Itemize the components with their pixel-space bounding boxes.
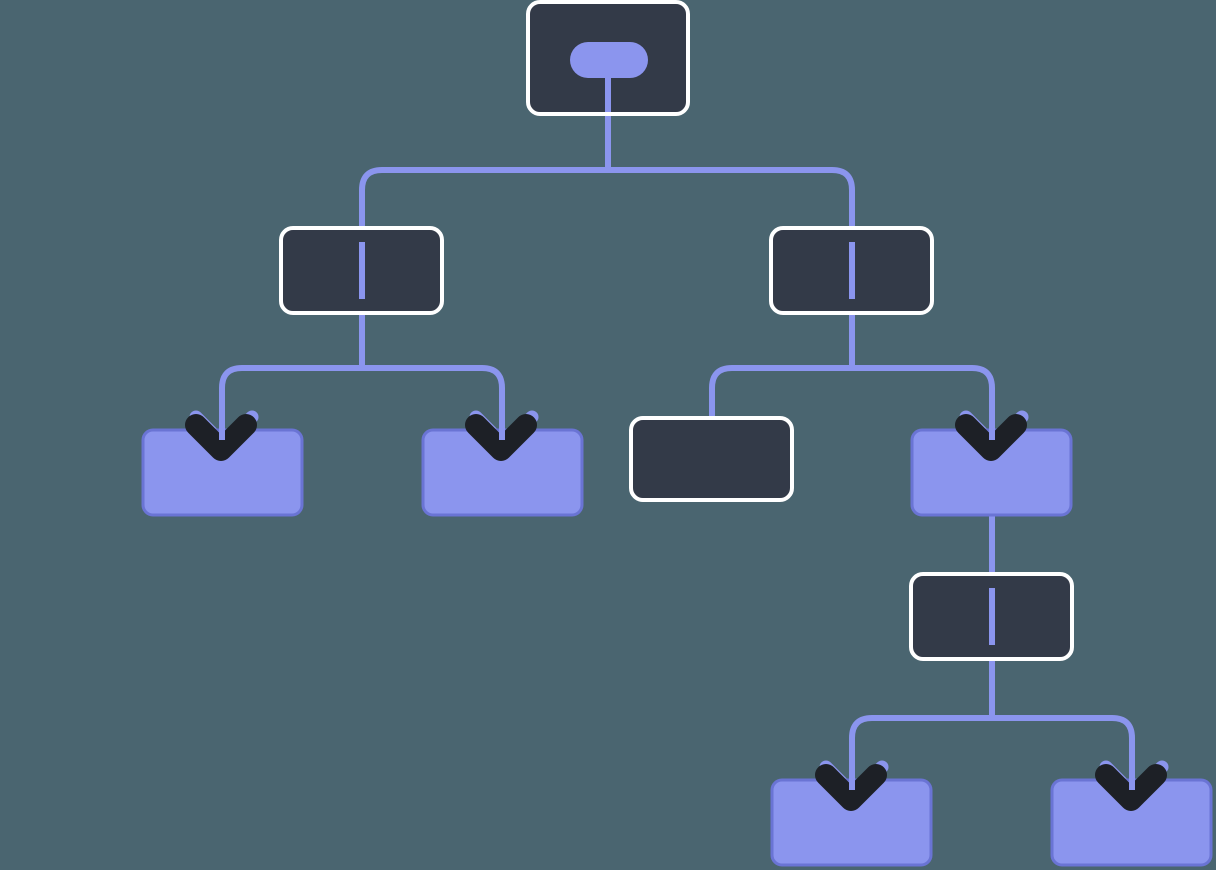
edge-n2-to-n5 xyxy=(709,365,852,420)
arrowhead-dark-n3 xyxy=(185,414,257,461)
node-layer xyxy=(141,0,1213,867)
edge-layer xyxy=(219,60,1135,790)
node-n2-inner-line xyxy=(849,242,855,299)
node-n2[interactable] xyxy=(769,226,934,315)
node-n5-body[interactable] xyxy=(629,416,794,502)
node-n0-inner-stem xyxy=(605,60,611,112)
edge-tip-layer xyxy=(219,400,1135,790)
node-n7-inner-line xyxy=(989,588,995,645)
edge-n1-to-n3 xyxy=(219,365,362,440)
edge-n1-to-n4 xyxy=(362,365,505,440)
arrowhead-dark-layer xyxy=(185,414,1167,811)
edge-root-to-level1-right xyxy=(608,167,855,320)
arrowhead-dark-n9 xyxy=(1095,764,1167,811)
arrowhead-dark-n8 xyxy=(815,764,887,811)
edge-n7-to-n9 xyxy=(992,715,1135,790)
node-n1-inner-line xyxy=(359,242,365,299)
node-n0[interactable] xyxy=(526,0,690,116)
node-n7[interactable] xyxy=(909,572,1074,661)
edge-n7-to-n8 xyxy=(849,715,992,790)
node-n5[interactable] xyxy=(629,416,794,502)
arrowhead-dark-n6 xyxy=(955,414,1027,461)
arrowhead-dark-n4 xyxy=(465,414,537,461)
edge-root-to-level1-left xyxy=(359,167,608,320)
node-n1[interactable] xyxy=(279,226,444,315)
edge-n2-to-n6 xyxy=(852,365,995,440)
